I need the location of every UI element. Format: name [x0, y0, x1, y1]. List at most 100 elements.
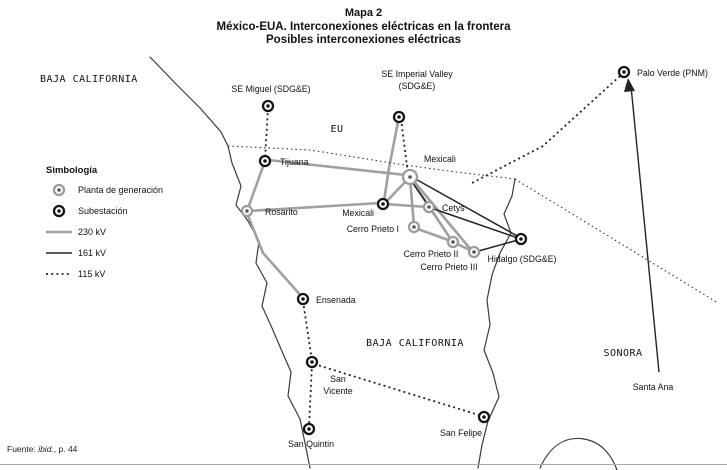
substation-dot	[381, 202, 385, 206]
node-se-miguel: SE Miguel (SDG&E)	[231, 84, 311, 113]
node-label: Palo Verde (PNM)	[637, 68, 708, 78]
legend-title: Simbología	[46, 165, 98, 176]
arrowhead-icon	[624, 78, 635, 92]
substation-dot	[519, 237, 523, 241]
node-cerro-prieto-1: Cerro Prieto I	[347, 220, 421, 234]
source-note: Fuente: ibid., p. 44	[7, 444, 77, 454]
legend-item: Planta de generación	[52, 183, 163, 197]
line-115kv	[400, 118, 409, 175]
node-label: Mexicali	[342, 208, 374, 218]
substation-dot	[307, 427, 311, 431]
plant-dot	[427, 205, 431, 209]
node-label: SE Imperial Valley	[381, 69, 453, 79]
node-mexicali-subestacion: Mexicali	[342, 197, 390, 218]
line-115kv	[264, 107, 269, 160]
legend-item: 161 kV	[46, 248, 106, 258]
plant-dot	[472, 250, 476, 254]
node-label: Rosarito	[265, 207, 298, 217]
substation-dot	[263, 159, 267, 163]
line-230kv	[382, 116, 401, 202]
region-label-baja-california-nw: BAJA CALIFORNIA	[40, 74, 138, 85]
node-label: Ensenada	[316, 295, 356, 305]
node-label: Hidalgo (SDG&E)	[488, 254, 557, 264]
line-230kv	[411, 178, 473, 252]
plant-dot	[408, 175, 412, 179]
legend-item-label: 230 kV	[78, 227, 106, 237]
plant-dot	[57, 188, 61, 192]
source-suffix: , p. 44	[53, 444, 78, 454]
line-161kv	[474, 239, 519, 253]
legend-item-label: 115 kV	[78, 269, 105, 279]
substation-dot	[397, 115, 401, 119]
source-prefix: Fuente:	[7, 444, 39, 454]
node-cerro-prieto-3: Cerro Prieto III	[420, 245, 481, 272]
legend-item-label: Subestación	[78, 206, 128, 216]
node-ensenada: Ensenada	[296, 292, 356, 306]
line-230kv	[408, 177, 416, 227]
line-161kv	[411, 176, 520, 238]
sonora-coastline	[539, 437, 618, 470]
line-230kv	[414, 226, 452, 243]
line-230kv	[245, 160, 267, 212]
node-hidalgo: Hidalgo (SDG&E)	[488, 232, 557, 264]
node-label: San Quintin	[288, 439, 334, 449]
map-subtitle: Posibles interconexiones eléctricas	[266, 34, 461, 46]
legend-item: 115 kV	[46, 269, 105, 279]
substation-dot	[266, 104, 270, 108]
footer-rule	[0, 464, 727, 465]
substation-dot	[482, 415, 486, 419]
substation-dot	[301, 297, 305, 301]
node-san-quintin: San Quintin	[288, 422, 334, 449]
node-label: Vicente	[323, 386, 352, 396]
map-title: México-EUA. Interconexiones eléctricas e…	[216, 21, 511, 33]
substation-dot	[57, 209, 61, 213]
node-tijuana: Tijuana	[258, 154, 309, 168]
transmission-lines	[227, 75, 719, 428]
plant-dot	[451, 240, 455, 244]
map-number: Mapa 2	[344, 7, 383, 19]
legend-item: Subestación	[52, 204, 128, 218]
node-label: Cerro Prieto I	[347, 224, 399, 234]
line-230kv	[248, 201, 381, 213]
line-115kv	[308, 363, 313, 428]
node-label: Cerro Prieto III	[420, 262, 477, 272]
santa-ana-line	[630, 85, 660, 373]
line-230kv	[267, 158, 407, 177]
line-230kv	[245, 212, 304, 299]
line-230kv	[385, 179, 408, 203]
substation-dot	[622, 70, 626, 74]
legend-item-label: Planta de generación	[78, 185, 163, 195]
node-cerro-prieto-2: Cerro Prieto II	[404, 235, 460, 259]
node-label: Cetys	[442, 203, 465, 213]
substation-dot	[310, 360, 314, 364]
node-label: San Felipe	[440, 428, 482, 438]
source-work: ibid.	[38, 444, 54, 454]
place-label: Santa Ana	[633, 382, 674, 392]
node-label: San	[330, 374, 346, 384]
node-palo-verde: Palo Verde (PNM)	[617, 65, 708, 79]
region-label-eu: EU	[330, 124, 343, 135]
map-nodes: SE Miguel (SDG&E) SE Imperial Valley (SDG&…	[231, 65, 708, 449]
line-161kv	[430, 207, 519, 239]
legend-item: 230 kV	[46, 227, 106, 237]
node-label: (SDG&E)	[399, 81, 436, 91]
node-label: SE Miguel (SDG&E)	[231, 84, 310, 94]
node-label: Mexicali	[424, 154, 456, 164]
node-label: Tijuana	[280, 157, 309, 167]
plant-dot	[412, 225, 416, 229]
node-san-felipe: San Felipe	[440, 410, 491, 438]
node-label: Cerro Prieto II	[404, 249, 459, 259]
legend-item-label: 161 kV	[78, 248, 106, 258]
map-header: Mapa 2 México-EUA. Interconexiones eléct…	[0, 7, 727, 46]
region-label-sonora: SONORA	[603, 348, 642, 359]
line-115kv	[302, 300, 313, 362]
gulf-coastline	[477, 178, 516, 469]
line-230kv	[384, 202, 428, 209]
pacific-coastline	[149, 56, 311, 469]
international-border	[514, 178, 719, 304]
